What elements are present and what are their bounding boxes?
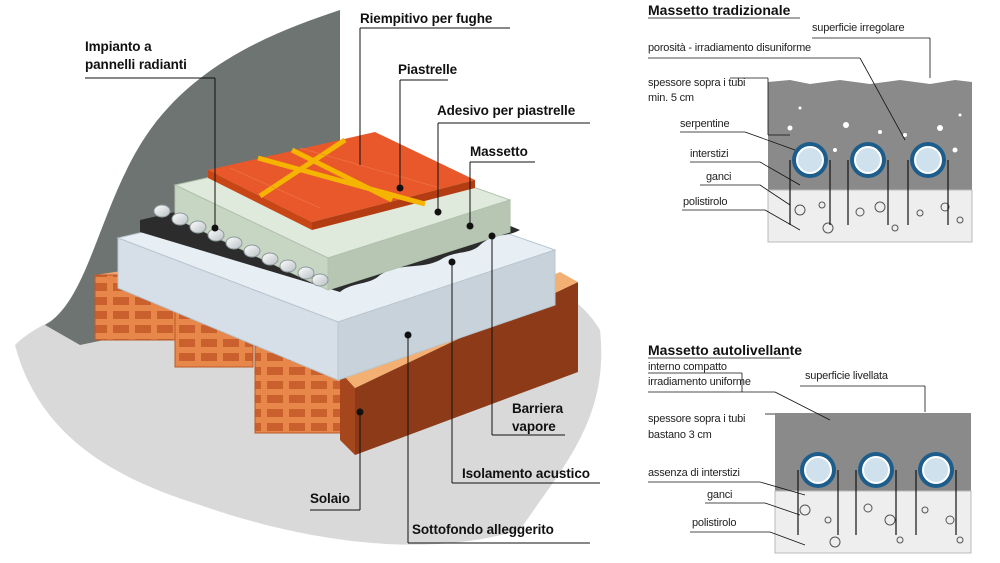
label-barriera-line2: vapore	[512, 419, 556, 434]
section-traditional	[648, 17, 973, 243]
label-sottofondo: Sottofondo alleggerito	[412, 522, 554, 537]
label-porosita: porosità - irradiamento disuniforme	[648, 42, 811, 54]
self-leveling-pipes	[800, 452, 954, 488]
label-massetto: Massetto	[470, 144, 528, 159]
left-leader-lines	[85, 27, 600, 544]
label-barriera: Barriera	[512, 401, 563, 416]
label-assenza-interstizi: assenza di interstizi	[648, 467, 740, 479]
label-piastrelle: Piastrelle	[398, 62, 458, 77]
label-impianto: Impianto a	[85, 39, 152, 54]
label-spessore-auto-2: bastano 3 cm	[648, 429, 712, 441]
section-self-leveling	[648, 357, 972, 554]
left-leader-dots	[211, 184, 496, 416]
label-adesivo: Adesivo per piastrelle	[437, 103, 576, 118]
label-interno-compatto: interno compatto	[648, 361, 727, 373]
label-interstizi: interstizi	[690, 148, 729, 160]
label-superficie-livellata: superficie livellata	[805, 370, 888, 382]
tiles	[208, 132, 475, 230]
label-superficie-irregolare: superficie irregolare	[812, 22, 905, 34]
label-polistirolo-trad: polistirolo	[683, 196, 728, 208]
label-spessore-auto-1: spessore sopra i tubi	[648, 413, 746, 425]
label-serpentine: serpentine	[680, 118, 730, 130]
label-solaio: Solaio	[310, 491, 350, 506]
label-impianto-line2: pannelli radianti	[85, 57, 187, 72]
title-traditional: Massetto tradizionale	[648, 2, 791, 18]
label-isolamento: Isolamento acustico	[462, 466, 590, 481]
label-spessore-trad-1: spessore sopra i tubi	[648, 77, 746, 89]
label-riempitivo: Riempitivo per fughe	[360, 11, 493, 26]
label-ganci-trad: ganci	[706, 171, 732, 183]
label-spessore-trad-2: min. 5 cm	[648, 92, 694, 104]
title-self-leveling: Massetto autolivellante	[648, 342, 803, 358]
label-polistirolo-auto: polistirolo	[692, 517, 737, 529]
label-irradiamento-uniforme: irradiamento uniforme	[648, 376, 751, 388]
heating-pipes	[153, 204, 329, 287]
label-ganci-auto: ganci	[707, 489, 733, 501]
traditional-pipes	[792, 142, 946, 178]
